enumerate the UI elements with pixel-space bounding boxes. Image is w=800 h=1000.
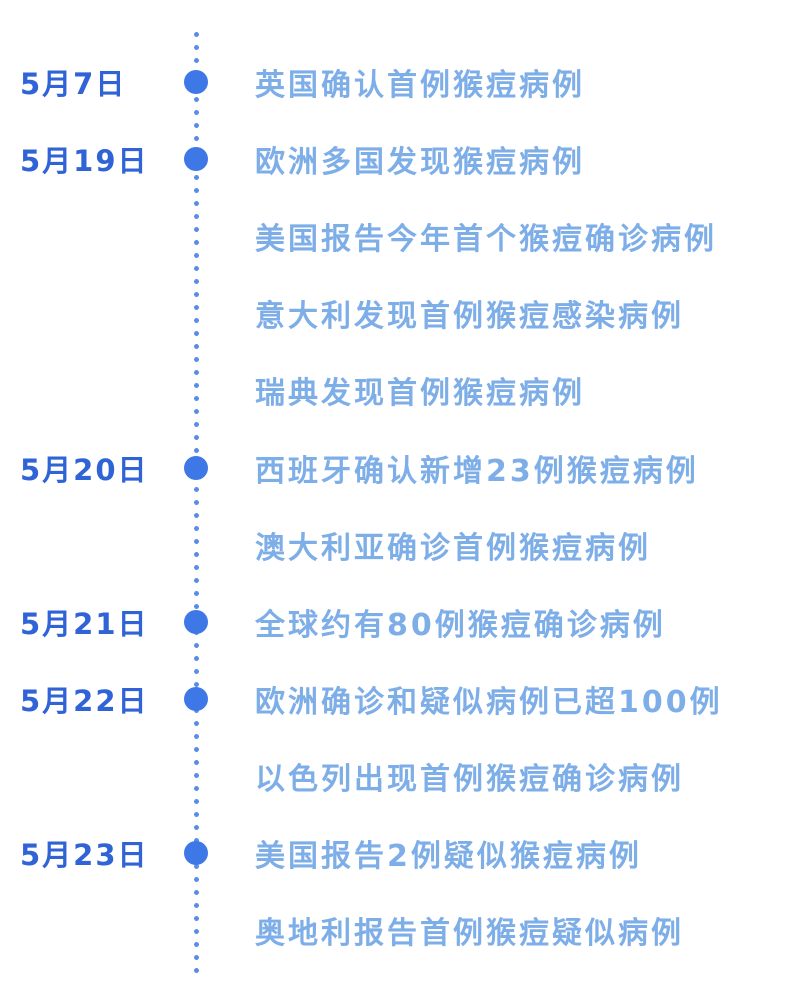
timeline-row: 5月7日 英国确认首例猴痘病例 xyxy=(0,57,800,107)
timeline-dot-icon xyxy=(184,147,208,171)
timeline-date: 5月20日 xyxy=(20,453,149,487)
timeline-row: 5月20日 西班牙确认新增23例猴痘病例 xyxy=(0,443,800,493)
timeline-event: 奥地利报告首例猴痘疑似病例 xyxy=(255,916,684,951)
timeline-event: 以色列出现首例猴痘确诊病例 xyxy=(255,762,684,797)
timeline-row: 5月21日 全球约有80例猴痘确诊病例 xyxy=(0,597,800,647)
timeline-row: 奥地利报告首例猴痘疑似病例 xyxy=(0,905,800,955)
timeline-date: 5月7日 xyxy=(20,67,127,101)
timeline-event: 英国确认首例猴痘病例 xyxy=(255,68,585,103)
timeline-event: 欧洲多国发现猴痘病例 xyxy=(255,145,585,180)
timeline-dot-icon xyxy=(184,610,208,634)
timeline-event: 美国报告今年首个猴痘确诊病例 xyxy=(255,222,717,257)
timeline-date: 5月21日 xyxy=(20,607,149,641)
timeline-dot-icon xyxy=(184,841,208,865)
timeline-event: 西班牙确认新增23例猴痘病例 xyxy=(255,454,699,489)
timeline-row: 以色列出现首例猴痘确诊病例 xyxy=(0,751,800,801)
timeline-event: 欧洲确诊和疑似病例已超100例 xyxy=(255,685,723,720)
timeline-row: 美国报告今年首个猴痘确诊病例 xyxy=(0,211,800,261)
timeline-dot-icon xyxy=(184,456,208,480)
timeline-date: 5月22日 xyxy=(20,684,149,718)
timeline-dot-icon xyxy=(184,687,208,711)
timeline-event: 意大利发现首例猴痘感染病例 xyxy=(255,299,684,334)
timeline-event: 瑞典发现首例猴痘病例 xyxy=(255,376,585,411)
timeline-date: 5月19日 xyxy=(20,144,149,178)
timeline-row: 5月22日 欧洲确诊和疑似病例已超100例 xyxy=(0,674,800,724)
timeline-row: 澳大利亚确诊首例猴痘病例 xyxy=(0,520,800,570)
timeline-row: 5月19日 欧洲多国发现猴痘病例 xyxy=(0,134,800,184)
timeline-row: 瑞典发现首例猴痘病例 xyxy=(0,365,800,415)
timeline-event: 全球约有80例猴痘确诊病例 xyxy=(255,608,666,643)
timeline-dot-icon xyxy=(184,70,208,94)
timeline-event: 美国报告2例疑似猴痘病例 xyxy=(255,839,642,874)
timeline-row: 意大利发现首例猴痘感染病例 xyxy=(0,288,800,338)
timeline-axis xyxy=(193,28,199,978)
timeline-date: 5月23日 xyxy=(20,838,149,872)
timeline-event: 澳大利亚确诊首例猴痘病例 xyxy=(255,531,651,566)
timeline-row: 5月23日 美国报告2例疑似猴痘病例 xyxy=(0,828,800,878)
